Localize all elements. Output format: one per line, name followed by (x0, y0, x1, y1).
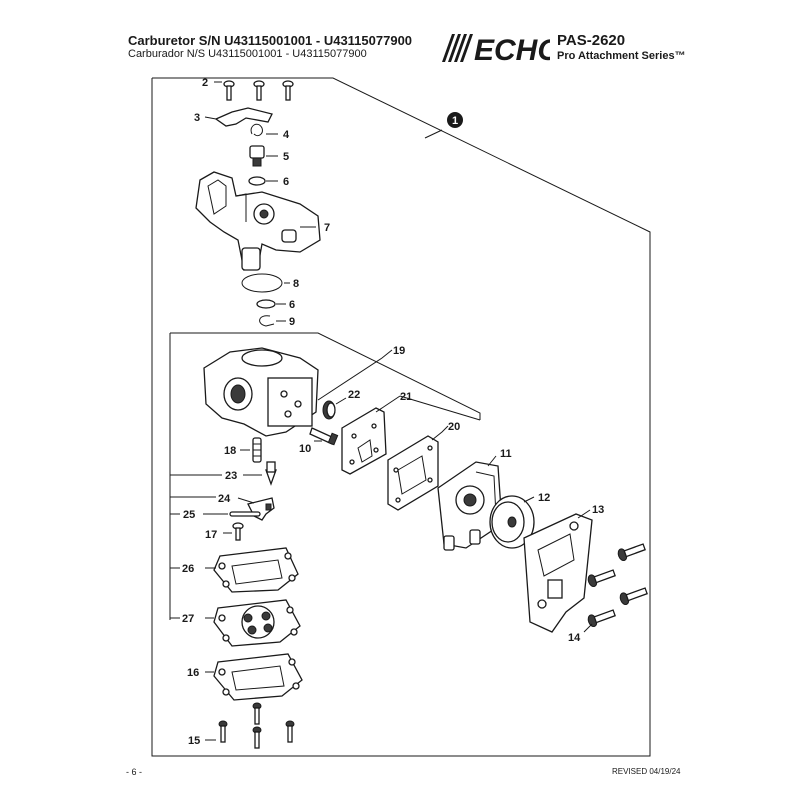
part-18-spring (252, 437, 262, 463)
part-3-bracket (214, 107, 273, 127)
part-22-cap (322, 400, 336, 420)
part-10-needle-screw (309, 427, 339, 446)
outline-upper-right (399, 395, 481, 421)
callout-13: 13 (592, 504, 604, 516)
callout-3: 3 (194, 112, 200, 124)
leader-22 (335, 397, 347, 405)
callout-19: 19 (393, 345, 405, 357)
leader-21 (375, 395, 401, 413)
part-20-gasket (387, 435, 439, 511)
callout-10: 10 (299, 443, 311, 455)
leader-14 (583, 623, 593, 633)
part-19-carburetor-body (203, 347, 319, 437)
callout-17: 17 (205, 529, 217, 541)
callout-20: 20 (448, 421, 460, 433)
page-number: - 6 - (126, 767, 143, 777)
assembly-marker-circle (447, 112, 463, 128)
part-27-diaphragm (213, 599, 301, 647)
leader-3 (204, 116, 217, 120)
callout-7: 7 (324, 222, 330, 234)
assembly-marker-number: 1 (452, 115, 458, 127)
part-15-screws (218, 702, 295, 749)
part-5-plug (249, 145, 265, 167)
part-21-gasket (341, 407, 387, 475)
callout-6b: 6 (289, 299, 295, 311)
part-6-washer-upper (248, 176, 266, 186)
part-23-needle (265, 461, 277, 486)
leader-24 (237, 497, 255, 504)
model-number: PAS-2620 (557, 32, 626, 49)
callout-4: 4 (283, 129, 290, 141)
carburetor-body-outline (170, 332, 481, 420)
part-14-screws (587, 543, 648, 628)
part-9-e-clip (259, 315, 275, 327)
echo-logo: ECHO (442, 34, 550, 64)
callout-2: 2 (202, 77, 208, 89)
logo-speed-stripes (442, 34, 473, 62)
part-12-diaphragm (489, 495, 535, 549)
part-6-washer-lower (256, 299, 276, 309)
part-17-screw (232, 522, 244, 541)
callout-9: 9 (289, 316, 295, 328)
part-24-lever (247, 497, 275, 521)
revision-date: REVISED 04/19/24 (612, 767, 681, 776)
series-name: Pro Attachment Series™ (557, 50, 686, 62)
callout-22: 22 (348, 389, 360, 401)
callout-24: 24 (218, 493, 231, 505)
callout-15: 15 (188, 735, 200, 747)
callout-5: 5 (283, 151, 289, 163)
leader-11 (487, 455, 497, 467)
callout-6a: 6 (283, 176, 289, 188)
part-4-spring (250, 123, 263, 137)
callout-26: 26 (182, 563, 194, 575)
callout-27: 27 (182, 613, 194, 625)
callout-23: 23 (225, 470, 237, 482)
part-25-pin (229, 511, 261, 517)
part-13-cover (523, 513, 593, 633)
part-2-screws (223, 80, 294, 101)
page-title: Carburetor S/N U43115001001 - U431150779… (128, 33, 413, 48)
leader-19 (317, 349, 393, 401)
callout-25: 25 (183, 509, 195, 521)
part-8-o-ring (241, 273, 283, 293)
part-26-gasket (213, 547, 299, 593)
part-16-gasket (213, 653, 303, 701)
assembly-outline (151, 77, 651, 757)
part-11-pump-body (437, 461, 503, 551)
logo-wordmark: ECHO (474, 34, 550, 64)
callout-12: 12 (538, 492, 550, 504)
leader-13 (577, 509, 591, 519)
page-subtitle: Carburador N/S U43115001001 - U431150779… (128, 48, 367, 60)
leader-20 (431, 425, 449, 441)
callout-11: 11 (500, 448, 512, 460)
callout-14: 14 (568, 632, 581, 644)
callout-18: 18 (224, 445, 236, 457)
leader-12 (523, 496, 535, 503)
callout-21: 21 (400, 391, 412, 403)
callout-8: 8 (293, 278, 299, 290)
assembly-leader (424, 129, 443, 139)
callout-16: 16 (187, 667, 199, 679)
part-7-throttle-body (195, 171, 321, 271)
